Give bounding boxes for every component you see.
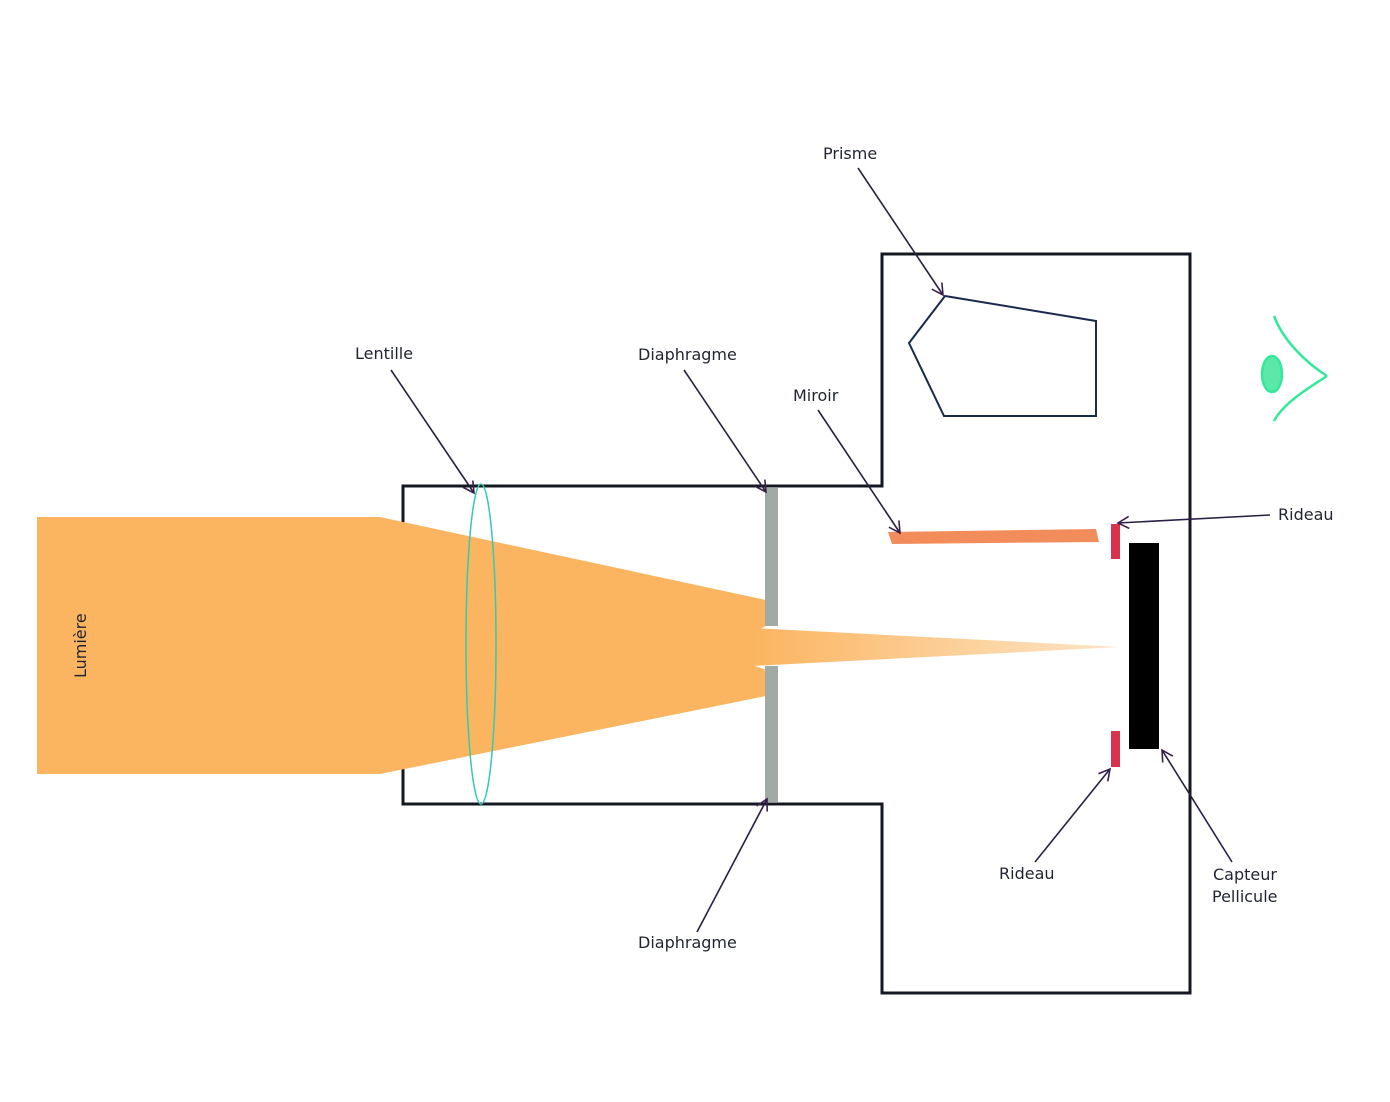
diaphragm-bottom-blade <box>765 666 778 802</box>
label-lumiere: Lumière <box>71 613 90 678</box>
arrow-capteur <box>1161 748 1233 863</box>
camera-body-outline <box>401 252 1192 995</box>
sensor <box>1129 543 1159 749</box>
label-rideau-bottom: Rideau <box>999 864 1055 883</box>
light-beam <box>37 517 1120 774</box>
arrow-prisme <box>857 167 944 297</box>
curtain-top <box>1111 524 1120 559</box>
diaphragm-top-blade <box>765 488 778 626</box>
label-capteur-line1: Capteur <box>1213 865 1277 884</box>
label-prisme: Prisme <box>823 144 877 163</box>
light-beam-main <box>37 517 766 774</box>
arrow-rideau-top <box>1116 514 1271 530</box>
arrow-miroir <box>817 409 901 535</box>
eye-icon <box>1260 315 1328 422</box>
arrow-diaphragme-bottom <box>696 797 768 933</box>
mirror <box>888 529 1099 544</box>
arrow-lentille <box>390 369 475 495</box>
leader-arrows <box>390 167 1271 933</box>
lens <box>465 483 497 805</box>
label-miroir: Miroir <box>793 386 839 405</box>
light-beam-focused <box>752 628 1120 666</box>
label-lentille: Lentille <box>355 344 413 363</box>
label-rideau-top: Rideau <box>1278 505 1334 524</box>
arrow-diaphragme-top <box>683 369 767 494</box>
curtain-bottom <box>1111 731 1120 767</box>
label-diaphragme-bottom: Diaphragme <box>638 933 737 952</box>
label-capteur-line2: Pellicule <box>1212 887 1277 906</box>
prism <box>907 294 1097 417</box>
label-diaphragme-top: Diaphragme <box>638 345 737 364</box>
arrow-rideau-bottom <box>1034 767 1112 863</box>
